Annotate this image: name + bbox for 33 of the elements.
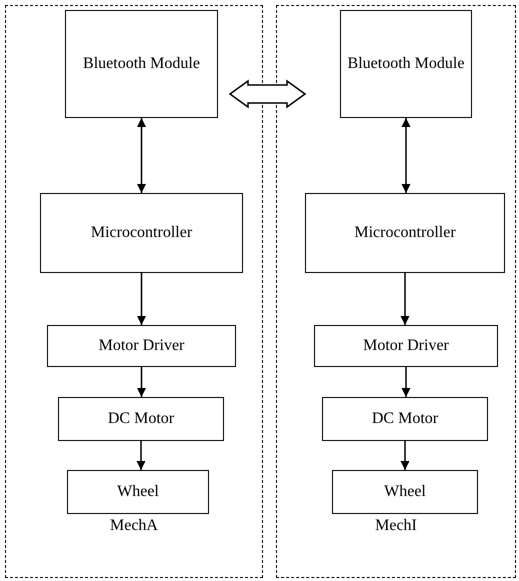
arrow xyxy=(137,118,146,193)
component-box xyxy=(314,325,498,367)
dashed-group-panel xyxy=(5,5,263,578)
component-box xyxy=(67,470,209,514)
double-block-arrow xyxy=(228,80,306,108)
box-label: Microcontroller xyxy=(90,223,192,243)
dashed-group-panel xyxy=(276,5,516,578)
box-label: Motor Driver xyxy=(363,336,449,356)
arrow xyxy=(402,118,410,193)
box-label: DC Motor xyxy=(108,409,174,429)
box-label: Bluetooth Module xyxy=(348,54,464,74)
box-label: Wheel xyxy=(384,482,426,502)
component-box xyxy=(58,397,224,441)
component-box xyxy=(65,10,218,118)
arrow xyxy=(137,367,146,397)
arrow xyxy=(137,273,146,325)
component-box xyxy=(332,470,478,514)
arrow xyxy=(400,441,410,470)
box-label: DC Motor xyxy=(372,409,438,429)
component-box xyxy=(322,397,488,441)
box-label: Motor Driver xyxy=(98,336,184,356)
component-box xyxy=(305,193,505,273)
box-label: Wheel xyxy=(117,482,159,502)
component-box xyxy=(340,10,472,118)
box-label: Bluetooth Module xyxy=(83,54,200,74)
box-label: Microcontroller xyxy=(354,223,456,243)
arrow xyxy=(402,367,410,397)
group-title: MechA xyxy=(109,516,159,536)
arrow xyxy=(400,273,410,325)
group-title: MechI xyxy=(374,516,418,536)
component-box xyxy=(47,325,236,367)
component-box xyxy=(40,193,243,273)
arrow xyxy=(136,441,146,470)
